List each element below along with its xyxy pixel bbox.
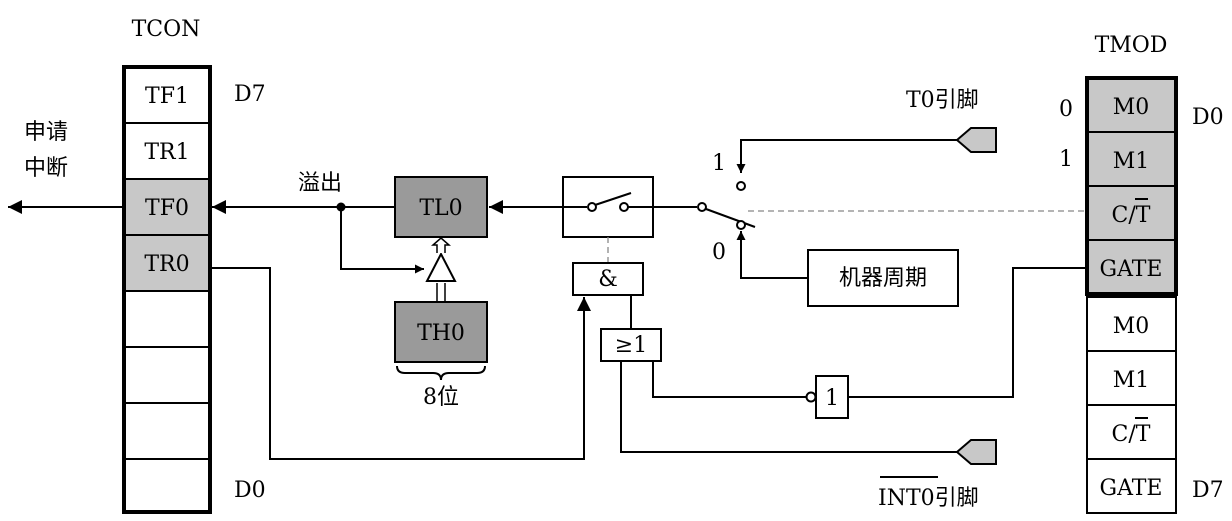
tcon-lsb-label: D0: [234, 478, 266, 503]
tmod-register: M0 M1 C/T GATE M0 M1 C/T GATE: [1085, 76, 1178, 514]
width-brace: [396, 365, 486, 381]
not-gate-label: 1: [825, 386, 839, 411]
width-label: 8位: [423, 385, 459, 410]
tcon-cell-5: [123, 290, 211, 348]
selector-pos-0: 0: [712, 240, 726, 265]
buffer-to-tl0-arrow: [431, 237, 451, 253]
tcon-msb-label: D7: [234, 82, 266, 107]
tcon-bit-tr0: TR0: [144, 252, 189, 277]
t0-pin-wire: [736, 139, 957, 173]
th0-to-buffer-arrow: [436, 283, 446, 302]
and-gate: [572, 262, 644, 296]
selector-contact-1: [736, 181, 746, 191]
switch-contact-left: [587, 202, 597, 212]
interrupt-label-line1: 申请: [24, 120, 68, 145]
tr0-to-and-wire: [210, 267, 591, 460]
and-gate-label: &: [598, 267, 618, 292]
th0-label: TH0: [417, 321, 465, 346]
tmod-bit-ct: C/T: [1112, 203, 1151, 228]
tmod-m1-value: 1: [1059, 147, 1073, 172]
tmod-m0-value: 0: [1059, 97, 1073, 122]
tmod-title: TMOD: [1095, 33, 1168, 58]
tmod-bit-gate-t1: GATE: [1100, 476, 1163, 501]
machine-cycle-box: [807, 249, 959, 307]
gate-to-not-wire: [848, 267, 1086, 398]
tcon-cell-6: [123, 346, 211, 404]
selector-pos-1: 1: [712, 151, 726, 176]
tmod-bit-m0-t1: M0: [1113, 314, 1150, 339]
tmod-cell-4: [1086, 239, 1177, 295]
tl0-label: TL0: [419, 196, 462, 221]
tcon-cell-7: [123, 402, 211, 460]
tmod-cell-6: [1086, 350, 1177, 406]
tmod-lsb-label: D0: [1192, 105, 1224, 130]
selector-contact-0: [736, 220, 746, 230]
not-gate-bubble: [805, 391, 817, 403]
machine-cycle-wire: [736, 231, 808, 279]
th0-register: [394, 301, 488, 363]
tcon-cell-2: [123, 122, 211, 180]
not-to-or-wire: [652, 361, 806, 398]
tcon-bit-tr1: TR1: [144, 140, 189, 165]
tmod-bit-m1: M1: [1113, 149, 1150, 174]
tmod-bit-gate: GATE: [1100, 257, 1163, 282]
selector-blade: [705, 208, 756, 228]
tmod-cell-7: [1086, 404, 1177, 460]
tmod-bit-ct-t1: C/T: [1112, 422, 1151, 447]
t0-pin-label: T0引脚: [906, 88, 979, 113]
tcon-title: TCON: [132, 17, 201, 42]
reload-buffer: [425, 251, 457, 282]
tcon-bit-tf0: TF0: [145, 196, 189, 221]
tmod-bit-m0: M0: [1113, 95, 1150, 120]
tcon-register: TF1 TR1 TF0 TR0: [122, 65, 212, 514]
reload-control-wire: [340, 207, 424, 274]
switch-contact-right: [619, 202, 629, 212]
machine-cycle-label: 机器周期: [839, 266, 927, 291]
int0-pin-connector: [955, 439, 997, 465]
tmod-upper-border: [1085, 76, 1178, 296]
or-gate-label: ≥1: [615, 333, 647, 358]
switch-blade: [594, 192, 632, 206]
interrupt-label-line2: 中断: [24, 156, 68, 181]
int0-to-or-wire: [620, 361, 957, 453]
tcon-bit-tf1: TF1: [145, 84, 189, 109]
tmod-bit-m1-t1: M1: [1113, 368, 1150, 393]
tmod-cell-8: [1086, 458, 1177, 514]
tmod-msb-label: D7: [1192, 478, 1224, 503]
overflow-label: 溢出: [298, 171, 342, 196]
t0-pin-connector: [955, 127, 997, 153]
selector-pivot: [697, 202, 707, 212]
tcon-border: [122, 65, 212, 514]
tcon-cell-8: [123, 458, 211, 513]
int0-pin-label: INT0引脚: [878, 486, 979, 511]
or-gate: [600, 328, 662, 362]
